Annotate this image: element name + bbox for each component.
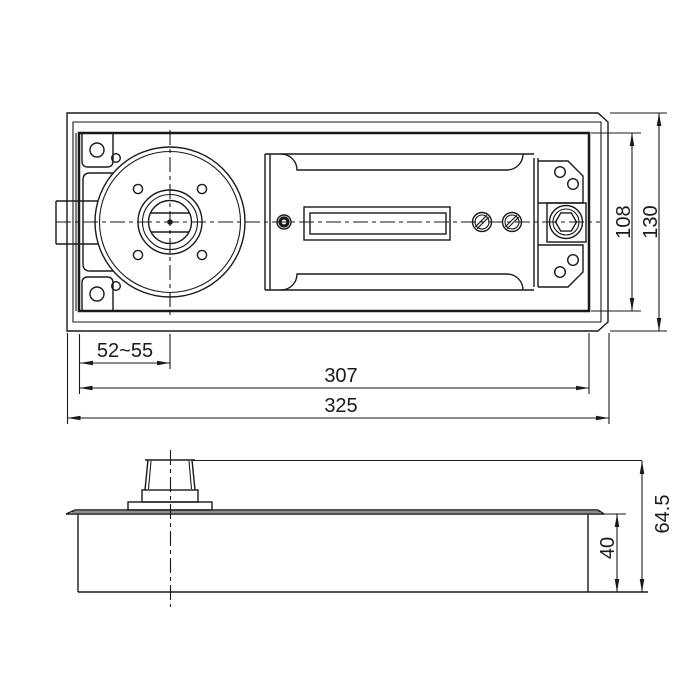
dim-64-5: 64.5 <box>639 461 674 592</box>
dim-label-body-depth: 40 <box>597 537 619 559</box>
spring-slot-inner <box>309 212 447 235</box>
bracket-hole <box>567 253 580 266</box>
dim-label-inner-width: 108 <box>613 205 635 238</box>
dim-307: 307 <box>79 333 590 394</box>
dim-label-overall-length: 325 <box>324 395 357 417</box>
cover-plate-outline <box>66 112 609 332</box>
bolt-hole <box>196 183 208 195</box>
dim-label-spindle-offset: 52~55 <box>97 340 153 362</box>
screw-hole <box>89 286 105 302</box>
body-panel-bottom <box>280 273 524 291</box>
hex-nut-outer <box>548 204 584 240</box>
dim-130: 130 <box>610 112 667 332</box>
dim-label-overall-width: 130 <box>640 205 662 238</box>
bracket-hole <box>554 266 567 279</box>
bolt-hole <box>132 183 144 195</box>
end-bracket <box>533 158 587 288</box>
spring-slot-outer <box>303 206 451 241</box>
bolt-hole <box>132 249 144 261</box>
dim-108: 108 <box>591 132 641 312</box>
bolt-hole <box>196 249 208 261</box>
screw-hole-small <box>110 281 121 292</box>
body-panel-top <box>280 153 524 171</box>
bracket-bottom-tab <box>538 244 584 288</box>
screw-hole-small <box>110 152 121 163</box>
dim-label-inner-length: 307 <box>324 365 357 387</box>
hex-boss <box>546 202 587 243</box>
valve-screw-2 <box>501 211 523 233</box>
cover-plate-inner-line <box>72 121 602 323</box>
small-screw <box>278 216 290 228</box>
side-box-body <box>77 514 648 593</box>
dim-52-55: 52~55 <box>78 334 171 394</box>
dim-40: 40 <box>595 513 626 592</box>
hex-nut <box>554 212 578 232</box>
corner-screw-tab-top <box>81 133 121 168</box>
hex-nut-ring <box>552 208 580 236</box>
top-view: 108 130 52~55 307 <box>55 112 667 424</box>
side-view: 40 64.5 <box>65 450 674 607</box>
bracket-hole <box>567 177 580 190</box>
valve-screw-1 <box>471 211 493 233</box>
dim-label-overall-height: 64.5 <box>652 495 674 534</box>
cylinder-body <box>264 153 534 291</box>
corner-screw-tab-bottom <box>81 276 121 311</box>
dim-325: 325 <box>66 333 610 424</box>
screw-hole <box>89 142 105 158</box>
bracket-hole <box>554 165 567 178</box>
small-screw-outer <box>276 214 292 230</box>
